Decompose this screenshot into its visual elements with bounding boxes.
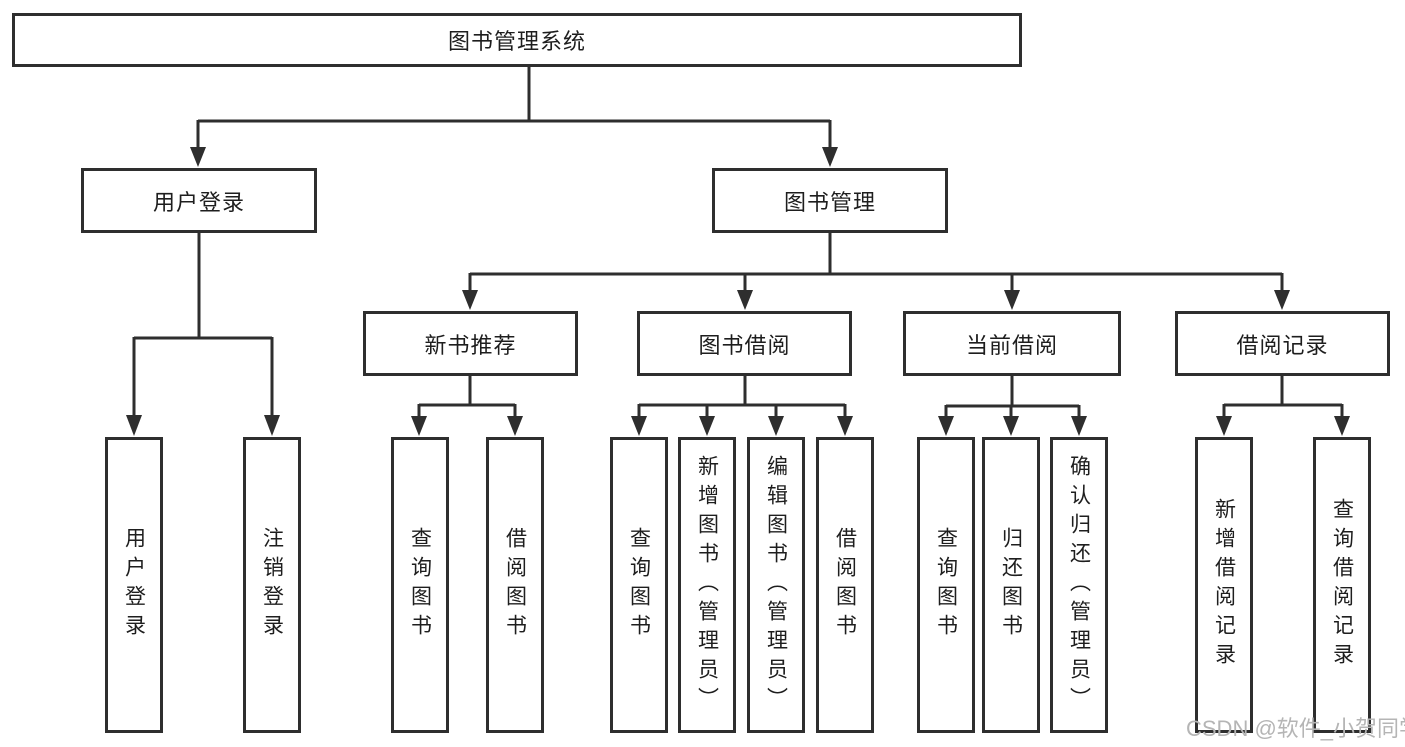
node-borrow-records: 借阅记录 <box>1175 311 1390 376</box>
connector-book-management <box>462 233 1290 310</box>
csdn-watermark: CSDN @软件_小贺同学 <box>1186 716 1405 741</box>
node-label: 查询图书 <box>934 527 958 643</box>
node-label: 注销登录 <box>260 527 284 643</box>
connector-book-borrowing <box>631 376 853 436</box>
node-label: 借阅图书 <box>503 527 527 643</box>
leaf-return-books: 归还图书 <box>982 437 1040 733</box>
leaf-search-books-1: 查询图书 <box>391 437 449 733</box>
node-label: 图书管理 <box>783 189 876 215</box>
leaf-confirm-return-admin: 确认归还（管理员） <box>1050 437 1108 733</box>
node-system-root: 图书管理系统 <box>12 13 1022 67</box>
node-label: 借阅图书 <box>833 527 857 643</box>
node-label: 用户登录 <box>122 527 146 643</box>
node-label: 新增图书（管理员） <box>695 454 719 716</box>
node-label: 用户登录 <box>152 189 245 215</box>
node-label: 查询借阅记录 <box>1330 498 1354 672</box>
node-label: 归还图书 <box>999 527 1023 643</box>
leaf-add-books-admin: 新增图书（管理员） <box>678 437 736 733</box>
leaf-edit-books-admin: 编辑图书（管理员） <box>747 437 805 733</box>
node-current-borrowing: 当前借阅 <box>903 311 1121 376</box>
connector-current-borrowing <box>938 376 1087 436</box>
leaf-search-books-2: 查询图书 <box>610 437 668 733</box>
node-label: 新增借阅记录 <box>1212 498 1236 672</box>
leaf-search-borrow-record: 查询借阅记录 <box>1313 437 1371 733</box>
node-user-login: 用户登录 <box>81 168 317 233</box>
node-label: 借阅记录 <box>1236 332 1329 358</box>
leaf-borrow-books-1: 借阅图书 <box>486 437 544 733</box>
node-new-book-recommend: 新书推荐 <box>363 311 578 376</box>
leaf-logout: 注销登录 <box>243 437 301 733</box>
leaf-add-borrow-record: 新增借阅记录 <box>1195 437 1253 733</box>
node-label: 当前借阅 <box>965 332 1058 358</box>
connector-user-login <box>126 233 280 436</box>
connector-new-book-recommend <box>411 376 523 436</box>
node-label: 图书借阅 <box>698 332 791 358</box>
leaf-borrow-books-2: 借阅图书 <box>816 437 874 733</box>
node-label: 查询图书 <box>408 527 432 643</box>
node-label: 编辑图书（管理员） <box>764 454 788 716</box>
node-label: 图书管理系统 <box>447 29 586 54</box>
node-label: 新书推荐 <box>424 332 517 358</box>
leaf-search-books-3: 查询图书 <box>917 437 975 733</box>
node-label: 确认归还（管理员） <box>1067 454 1091 716</box>
node-book-borrowing: 图书借阅 <box>637 311 852 376</box>
node-book-management: 图书管理 <box>712 168 948 233</box>
connector-borrow-records <box>1216 376 1350 436</box>
connector-root <box>190 67 838 167</box>
node-label: 查询图书 <box>627 527 651 643</box>
leaf-user-login: 用户登录 <box>105 437 163 733</box>
